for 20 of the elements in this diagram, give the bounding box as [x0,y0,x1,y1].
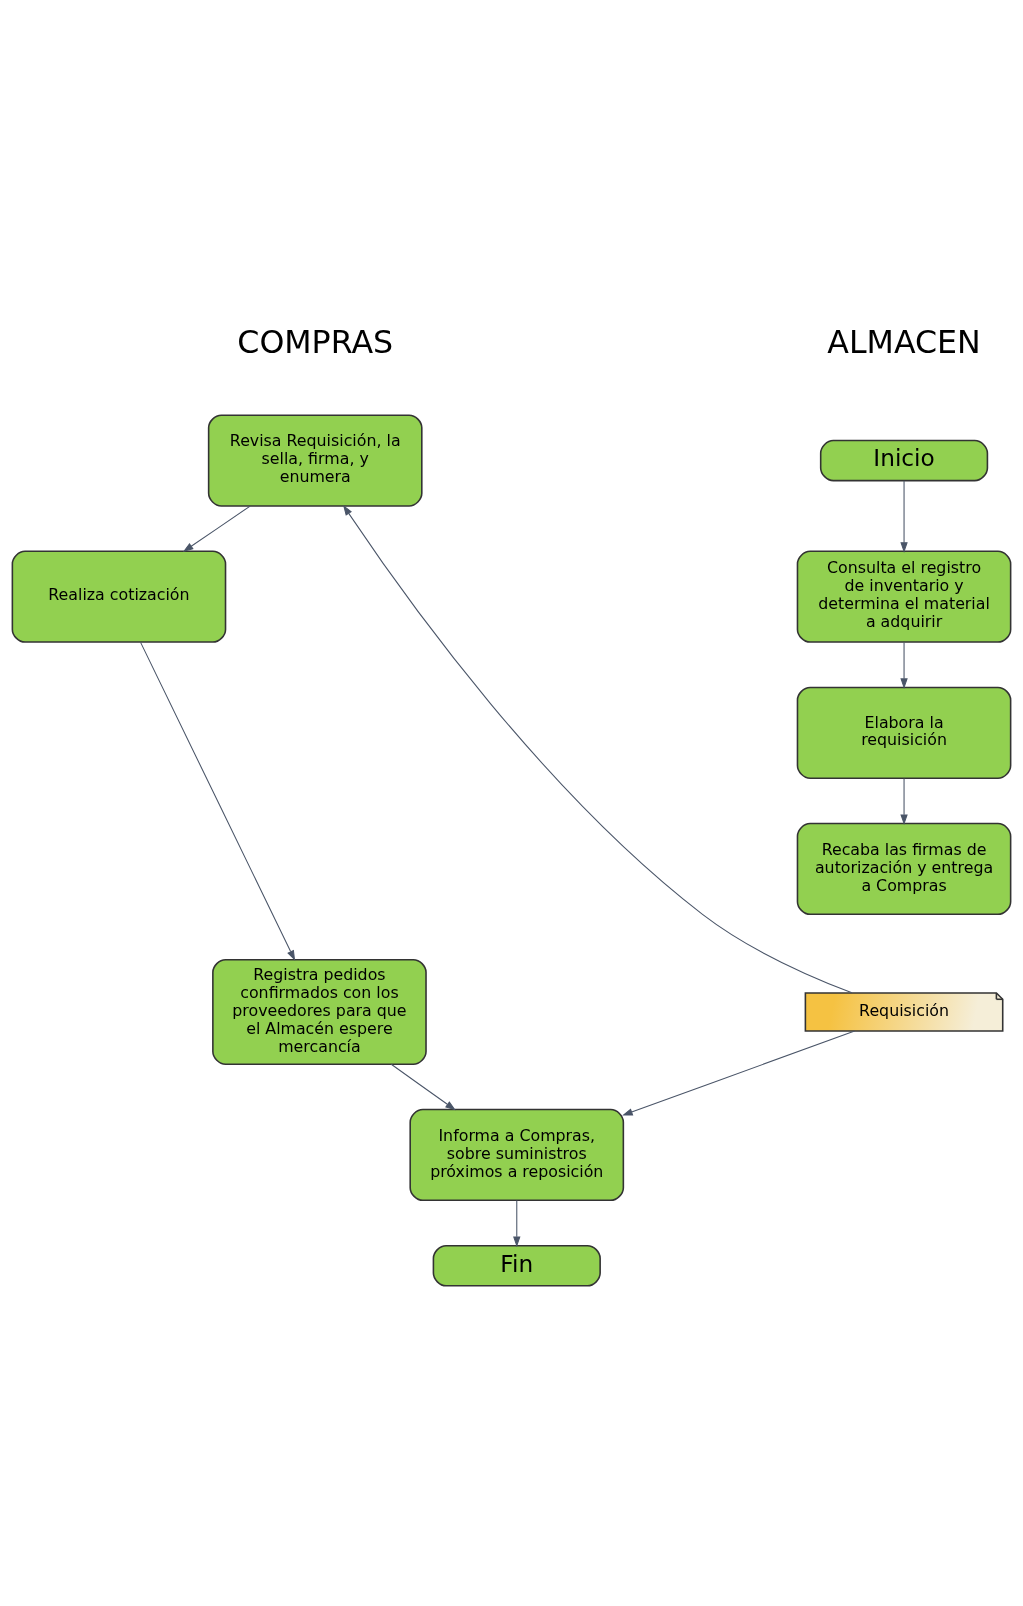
arrow [622,1030,856,1116]
node-box: Informa a Compras, sobre suministros próximos a reposición [409,1108,625,1202]
arrow [182,505,251,552]
label: COMPRAS [237,323,394,360]
node-box: Revisa Requisición, la sella, firma, y enumera [207,414,423,507]
arrow [900,641,908,689]
label: ALMACEN [827,323,981,360]
arrow [343,504,853,994]
node-box: Recaba las firmas de autorización y entrega a Compras [796,822,1012,916]
node-box: Registra pedidos confirmados con los proveedores para que el Almacén espere mercancía [212,958,427,1065]
arrow [900,480,908,553]
arrow [390,1063,456,1111]
node-box: Fin [432,1244,601,1287]
node-box: Elabora la requisición [796,686,1012,779]
node-box: Inicio [819,439,989,482]
node-box: Consulta el registro de inventario y determina el material a adquirir [796,550,1012,643]
arrow [900,778,908,826]
arrow [513,1199,521,1248]
arrow [140,641,296,961]
node-box: Realiza cotización [11,550,227,643]
